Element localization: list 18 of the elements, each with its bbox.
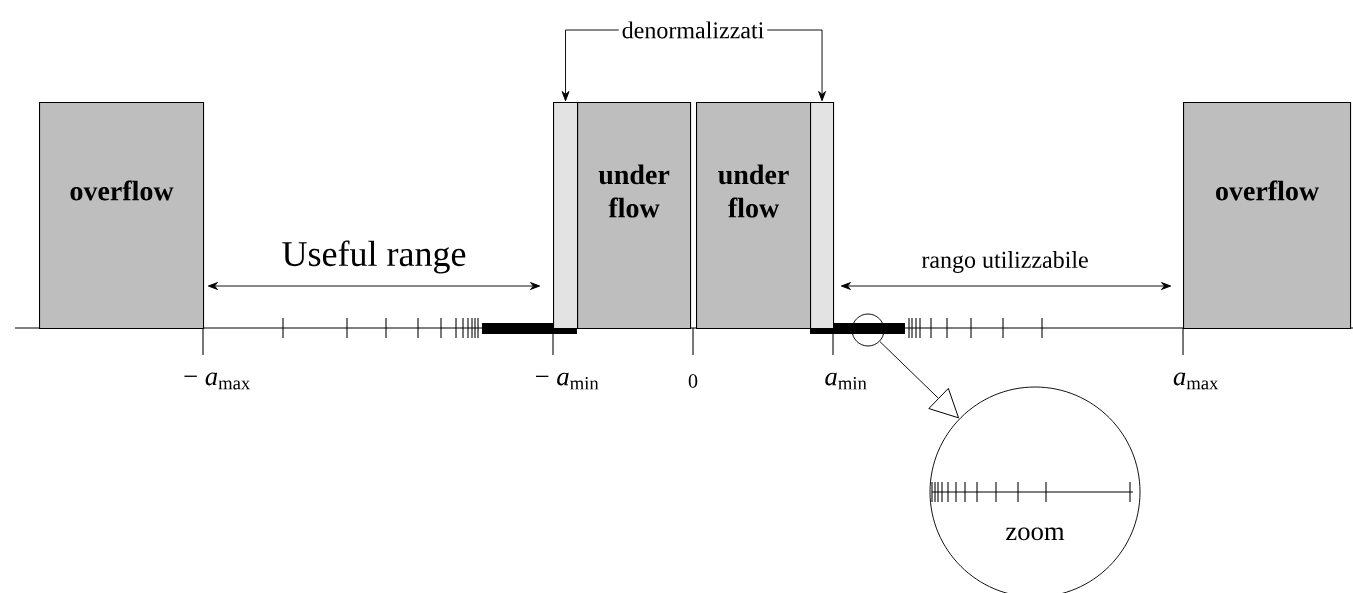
underflow-box: under flow <box>696 102 812 330</box>
leader-arrow <box>561 29 620 102</box>
leader-arrow <box>766 29 826 102</box>
axis-label: − a$_{min}$ <box>533 371 601 391</box>
zoom-arrow <box>879 341 960 419</box>
range-label: Useful range <box>280 239 468 275</box>
magnifier-circle <box>851 313 885 347</box>
bracket-label: denormalizzati <box>622 21 764 39</box>
axis-label: a$_{min}$ <box>823 371 869 391</box>
overflow-box: overflow <box>39 102 205 330</box>
underflow-box: under flow <box>577 102 692 330</box>
range-label: rango utilizzabile <box>920 249 1090 275</box>
axis-label: − a$_{max}$ <box>181 371 253 391</box>
axis-label: 0 <box>686 372 700 390</box>
denormal-strip <box>810 102 835 330</box>
axis-label: a$_{max}$ <box>1171 371 1221 391</box>
overflow-box: overflow <box>1183 102 1352 330</box>
denormal-strip <box>553 102 579 330</box>
